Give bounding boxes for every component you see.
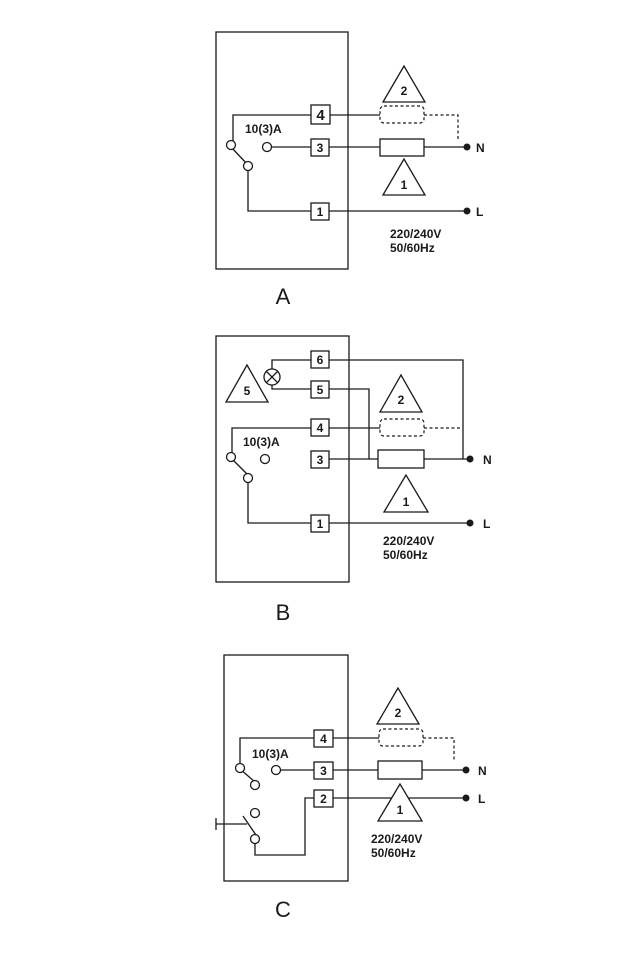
svg-text:N: N: [478, 764, 487, 778]
svg-text:N: N: [483, 453, 492, 467]
rating-label: 10(3)A: [245, 122, 282, 136]
load-1: [379, 138, 425, 157]
svg-text:4: 4: [320, 732, 327, 746]
load-2-triangle: [378, 373, 424, 413]
contact-point: [225, 451, 237, 463]
diagram-caption: C: [275, 897, 291, 922]
optional-load-2: [379, 105, 425, 124]
device-housing: [215, 31, 349, 270]
svg-text:1: 1: [397, 803, 404, 817]
supply-voltage: 220/240V: [371, 832, 422, 846]
contact-point: [249, 779, 261, 791]
supply-frequency: 50/60Hz: [371, 846, 416, 860]
svg-text:5: 5: [244, 384, 251, 398]
svg-text:1: 1: [403, 495, 410, 509]
diagram-c: 10(3)A 4 3 2 N L 2 1 220/240V 50/60Hz: [215, 654, 487, 922]
rating-label: 10(3)A: [252, 747, 289, 761]
svg-text:4: 4: [316, 107, 325, 124]
diagram-caption: A: [276, 284, 291, 309]
live-terminal: [462, 794, 470, 802]
device-housing: [223, 654, 349, 882]
rating-label: 10(3)A: [243, 435, 280, 449]
diagram-caption: B: [276, 600, 291, 625]
diagram-a: 10(3)A 4 3 1 N L 2 1 220/240V 50/60Hz A: [215, 31, 485, 309]
switch-contact: [242, 815, 257, 836]
supply-frequency: 50/60Hz: [390, 241, 435, 255]
live-terminal: [463, 207, 471, 215]
load-1-triangle: [381, 157, 427, 196]
load-2-triangle: [375, 686, 421, 725]
diagram-b: 5 10(3)A 6 5 4 3 1 N L 2: [215, 335, 492, 625]
load-1-triangle: [376, 782, 424, 822]
svg-text:2: 2: [320, 792, 327, 806]
supply-frequency: 50/60Hz: [383, 548, 428, 562]
contact-point: [242, 160, 254, 172]
contact-point: [249, 807, 261, 819]
neutral-terminal: [463, 143, 471, 151]
optional-load-2: [379, 418, 425, 437]
svg-text:5: 5: [317, 383, 324, 397]
svg-text:3: 3: [317, 453, 324, 467]
svg-text:1: 1: [317, 205, 324, 219]
load-2-triangle: [381, 64, 427, 103]
contact-point: [225, 139, 237, 151]
neutral-terminal: [462, 766, 470, 774]
svg-text:L: L: [476, 205, 483, 219]
contact-point: [259, 453, 271, 465]
load-1: [377, 449, 425, 469]
load-1-triangle: [382, 473, 430, 513]
supply-voltage: 220/240V: [390, 227, 441, 241]
contact-point: [249, 833, 261, 845]
contact-point: [242, 472, 254, 484]
contact-point: [234, 762, 246, 774]
svg-text:4: 4: [317, 421, 324, 435]
common-wire: [232, 114, 312, 145]
svg-text:2: 2: [395, 706, 402, 720]
svg-text:1: 1: [317, 517, 324, 531]
indicator-triangle: [224, 363, 270, 403]
contact-point: [261, 141, 273, 153]
svg-text:3: 3: [320, 764, 327, 778]
svg-text:L: L: [483, 517, 490, 531]
neutral-terminal: [466, 455, 474, 463]
svg-text:3: 3: [317, 141, 324, 155]
svg-text:6: 6: [317, 353, 324, 367]
svg-text:L: L: [478, 792, 485, 806]
svg-text:2: 2: [401, 84, 408, 98]
optional-load-2: [378, 728, 424, 747]
live-terminal: [466, 519, 474, 527]
svg-text:N: N: [476, 141, 485, 155]
supply-voltage: 220/240V: [383, 534, 434, 548]
svg-text:1: 1: [401, 178, 408, 192]
svg-text:2: 2: [398, 393, 405, 407]
contact-point: [270, 764, 282, 776]
load-1: [377, 760, 423, 780]
